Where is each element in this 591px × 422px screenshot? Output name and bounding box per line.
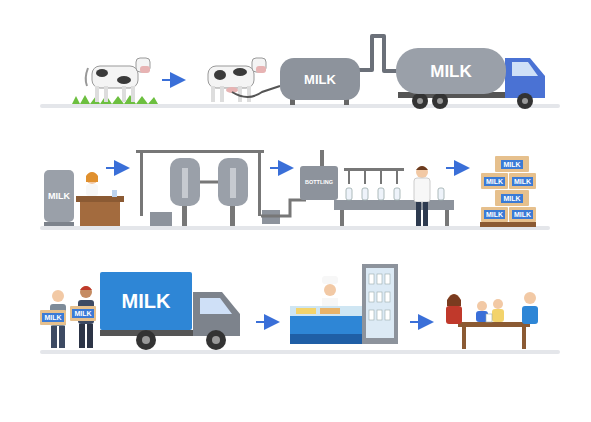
node-label: MILK <box>42 313 63 322</box>
milk-tank: MILK <box>280 58 360 100</box>
node-label: MILK <box>512 210 533 219</box>
milk-box: MILK <box>509 207 536 222</box>
milk-barrel: MILK <box>44 170 74 222</box>
bottling-machine: BOTTLING <box>300 166 338 200</box>
node-label: BOTTLING <box>305 180 333 186</box>
node-label: MILK <box>512 177 533 186</box>
milk-box: MILK <box>40 310 66 325</box>
node-label: MILK <box>484 210 505 219</box>
node-label: MILK <box>48 192 70 201</box>
node-label: MILK <box>484 177 505 186</box>
milk-box: MILK <box>70 306 96 321</box>
milk-box: MILK <box>509 173 536 189</box>
delivery-truck-cargo: MILK <box>100 272 192 330</box>
milk-pipe <box>358 36 398 71</box>
node-label: MILK <box>72 309 93 318</box>
milk-box: MILK <box>495 156 529 172</box>
tanker-tank: MILK <box>396 48 506 94</box>
node-label: MILK <box>430 63 472 80</box>
node-label: MILK <box>122 291 171 311</box>
milk-box: MILK <box>481 207 508 222</box>
milk-box: MILK <box>495 190 529 206</box>
node-label: MILK <box>501 160 522 169</box>
milk-box: MILK <box>481 173 508 189</box>
node-label: MILK <box>304 73 336 86</box>
node-label: MILK <box>501 194 522 203</box>
